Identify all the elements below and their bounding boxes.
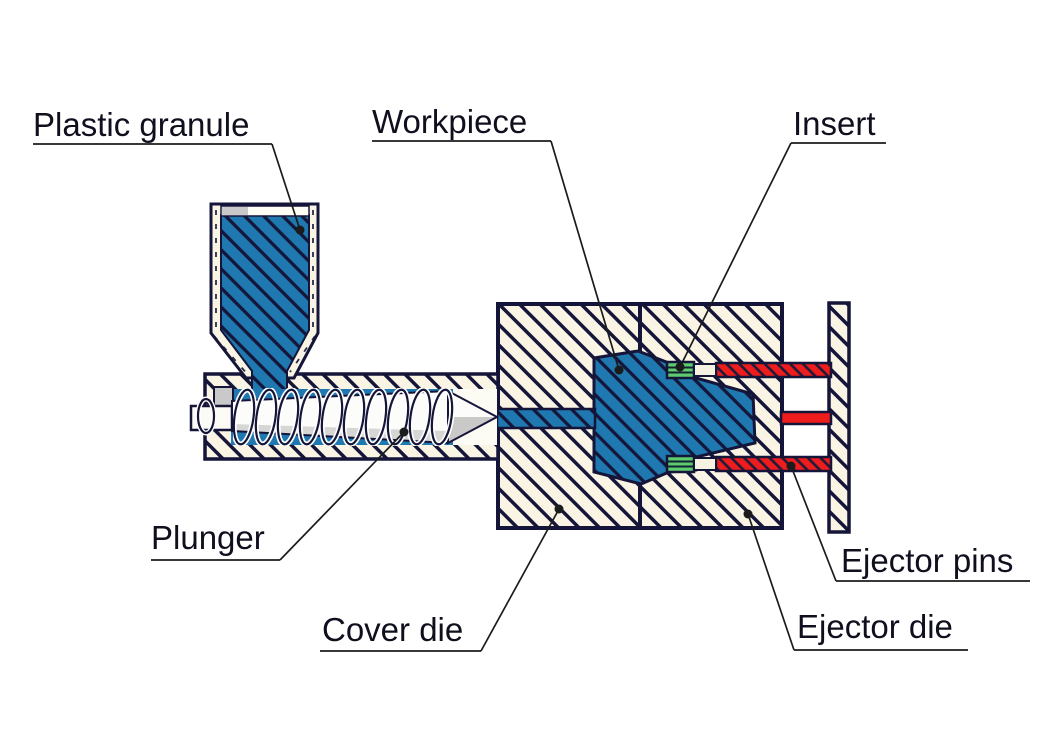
barrel-interior [189,386,500,446]
cover-die-leader [480,508,560,652]
label-ejector-pins: Ejector pins [841,542,1013,579]
label-insert: Insert [793,105,876,142]
sprue-channel [495,407,597,430]
ejector-pin-top [714,361,833,379]
ejector-pins-leader [790,465,837,582]
barrel-gray-block [213,386,234,407]
pin-guide-top [693,363,717,377]
leader-dots [295,225,796,519]
label-workpiece: Workpiece [372,103,527,140]
label-ejector-die: Ejector die [797,608,953,645]
label-plastic-granule: Plastic granule [33,106,249,143]
insert-bottom [665,454,696,474]
plastic-granule-leader [271,143,301,231]
ejector-pin-bottom [714,455,833,473]
insert-dot [675,362,685,372]
cover-die-dot [554,504,564,514]
plunger-leader [279,431,405,561]
workpiece-dot [614,365,624,375]
ejector-pins-dot [786,461,796,471]
plunger-dot [399,427,409,437]
leader-lines [33,140,1030,652]
label-cover-die: Cover die [322,611,463,648]
label-plunger: Plunger [151,519,265,556]
ejector-die-leader [747,513,795,651]
pin-guide-bottom [693,457,717,471]
ejector-die-dot [743,509,753,519]
screw-coil-left [195,396,217,436]
plastic-granule-dot [295,225,305,235]
workpiece-leader [550,140,620,371]
screw-coils [233,388,455,446]
ejector-pin-middle [779,410,833,426]
insert-leader [679,142,792,368]
